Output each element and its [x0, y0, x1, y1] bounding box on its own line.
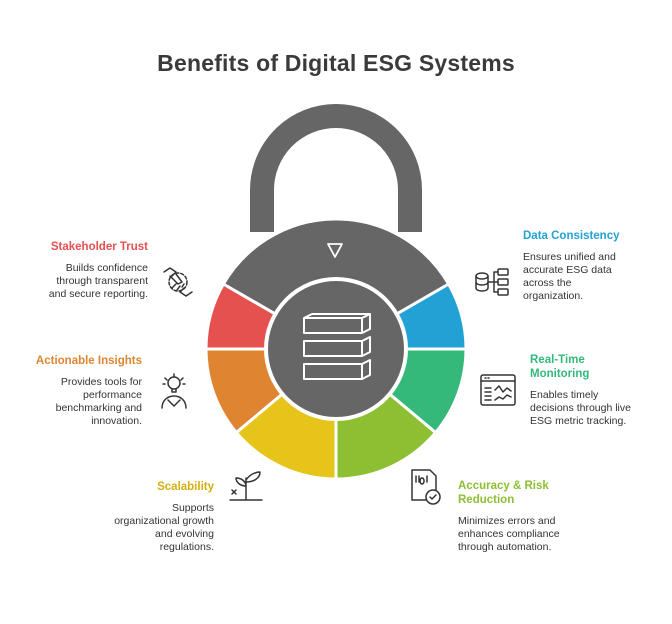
keyhole-triangle-icon: [327, 243, 343, 258]
annotation-description: Ensures unified and accurate ESG data ac…: [523, 251, 616, 302]
handshake-gear-icon: [163, 267, 193, 297]
annotation-description: Supports organizational growth and evolv…: [114, 502, 214, 553]
annotation-title: Actionable Insights: [35, 355, 142, 367]
page-title: Benefits of Digital ESG Systems: [157, 50, 515, 76]
idea-person-icon: [161, 373, 187, 409]
annotation-title: Stakeholder Trust: [50, 241, 148, 253]
verified-document-icon: [411, 469, 441, 505]
lock-center: [264, 277, 408, 421]
dashboard-monitor-icon: [480, 374, 516, 406]
growing-plant-icon: [229, 471, 263, 501]
server-stack-icon: [303, 313, 371, 380]
annotation-description: Enables timely decisions through live ES…: [530, 389, 631, 427]
annotation-data-consistency: Data Consistency Ensures unified and acc…: [523, 229, 663, 303]
annotation-realtime: Real-Time Monitoring Enables timely deci…: [530, 353, 665, 428]
annotation-description: Provides tools for performance benchmark…: [55, 376, 142, 427]
annotation-title: Data Consistency: [523, 230, 620, 242]
lock-shackle: [250, 104, 422, 232]
annotation-description: Builds confidence through transparent an…: [48, 262, 148, 300]
annotation-title: Accuracy & Risk Reduction: [458, 480, 549, 506]
annotation-title: Scalability: [157, 481, 214, 493]
database-network-icon: [475, 268, 509, 296]
annotation-description: Minimizes errors and enhances compliance…: [458, 515, 560, 553]
annotation-scalability: Scalability Supports organizational grow…: [90, 480, 214, 554]
annotation-accuracy: Accuracy & Risk Reduction Minimizes erro…: [458, 479, 598, 554]
annotation-stakeholder-trust: Stakeholder Trust Builds confidence thro…: [20, 240, 148, 301]
annotation-title: Real-Time Monitoring: [530, 354, 590, 380]
annotation-actionable-insights: Actionable Insights Provides tools for p…: [20, 354, 142, 428]
